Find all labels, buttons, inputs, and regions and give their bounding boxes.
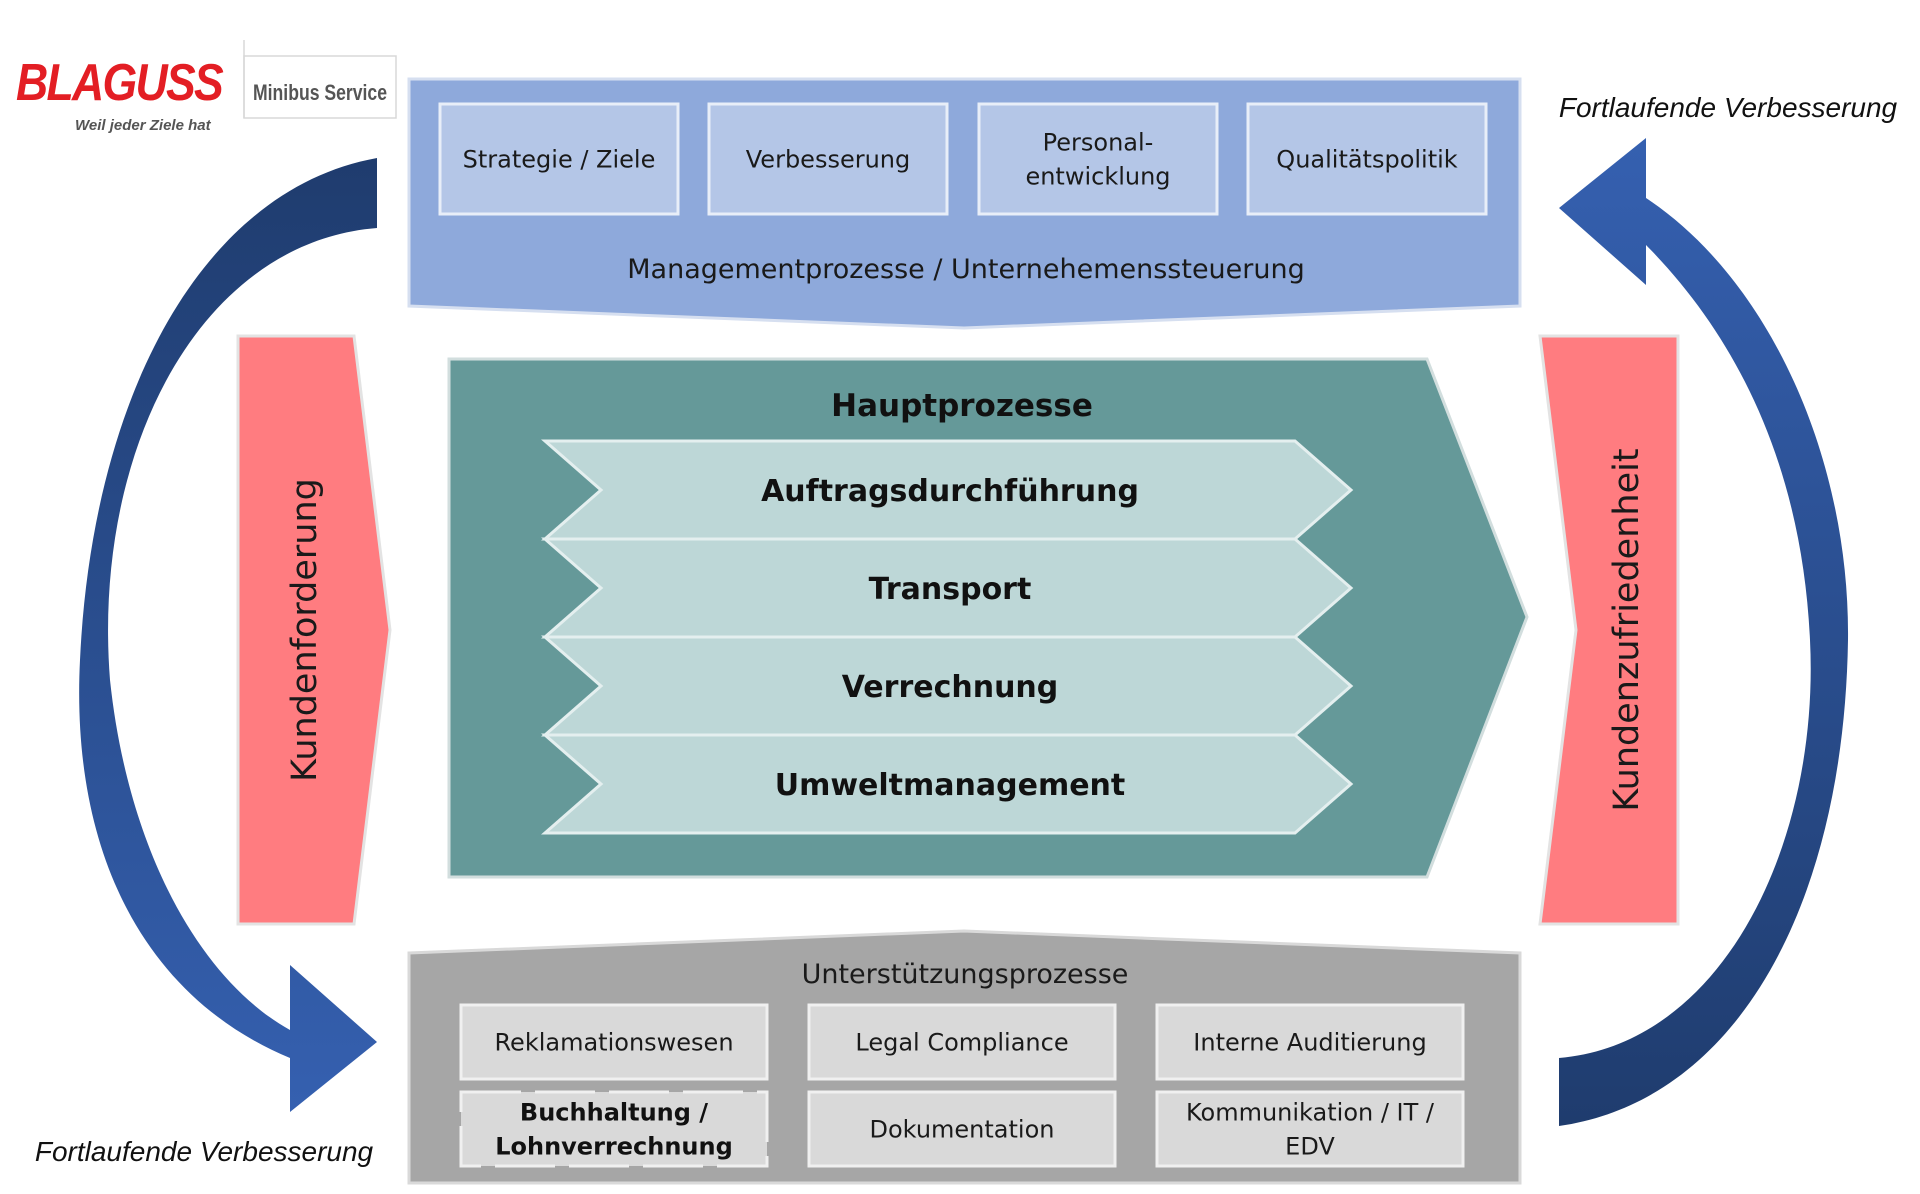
management-process-list: Strategie / Ziele Verbesserung Personal-en…	[438, 102, 1488, 216]
management-item-label: Verbesserung	[746, 145, 910, 173]
management-item-label-line: Qualitätspolitik	[1276, 145, 1458, 173]
management-item-label: Strategie / Ziele	[463, 145, 656, 173]
customer-requirement-label: Kundenforderung	[285, 478, 325, 782]
main-process-item: Verrechnung	[541, 635, 1354, 737]
support-item-label-line: Kommunikation / IT /	[1186, 1098, 1435, 1126]
support-item-box	[459, 1090, 769, 1168]
support-item-box	[807, 1090, 1117, 1168]
support-item-label: Interne Auditierung	[1193, 1028, 1426, 1056]
main-process-item: Umweltmanagement	[541, 733, 1354, 835]
support-item: Legal Compliance	[807, 1003, 1117, 1081]
support-item: Dokumentation	[807, 1090, 1117, 1168]
support-title: Unterstützungsprozesse	[802, 959, 1129, 990]
customer-satisfaction-shape	[1538, 334, 1680, 926]
support-item-label-line: Legal Compliance	[855, 1028, 1068, 1056]
management-item: Qualitätspolitik	[1246, 102, 1488, 216]
support-item-label: Kommunikation / IT / EDV	[1186, 1098, 1435, 1160]
loop-label-bottom-left: Fortlaufende Verbesserung	[35, 1136, 374, 1167]
management-item-box	[977, 102, 1219, 216]
support-item-label: Reklamationswesen	[494, 1028, 733, 1056]
company-logo: BLAGUSS Weil jeder Ziele hat Minibus Ser…	[16, 40, 397, 134]
management-title: Managementprozesse / Unternehemenssteuer…	[627, 254, 1305, 285]
customer-satisfaction-arrow: Kundenzufriedenheit	[1538, 334, 1680, 926]
support-item-label-line: EDV	[1285, 1132, 1335, 1160]
support-item: Buchhaltung / Lohnverrechnung	[459, 1090, 769, 1168]
customer-requirement-arrow: Kundenforderung	[236, 334, 392, 926]
loop-arrow-left	[79, 158, 378, 1112]
management-item-box	[707, 102, 949, 216]
support-item-label: Dokumentation	[870, 1115, 1055, 1143]
management-item: Strategie / Ziele	[438, 102, 680, 216]
main-process-label: Transport	[869, 572, 1032, 607]
loop-arrow-left-shape	[79, 158, 378, 1112]
management-item-label-line: Personal-	[1043, 128, 1154, 156]
customer-satisfaction-label: Kundenzufriedenheit	[1607, 448, 1647, 811]
management-item: Verbesserung	[707, 102, 949, 216]
support-process-list: Reklamationswesen Legal Compliance Interne…	[459, 1003, 1465, 1168]
support-item: Kommunikation / IT / EDV	[1155, 1090, 1465, 1168]
loop-arrow-right	[1559, 138, 1849, 1126]
main-process-item: Transport	[541, 537, 1354, 639]
main-process-band: Hauptprozesse AuftragsdurchführungTransp…	[447, 357, 1529, 879]
management-band: Strategie / Ziele Verbesserung Personal-en…	[407, 77, 1522, 330]
management-item-box	[438, 102, 680, 216]
management-item: Personal-entwicklung	[977, 102, 1219, 216]
support-item-label-line: Reklamationswesen	[494, 1028, 733, 1056]
sub-brand-text: Minibus Service	[253, 80, 387, 105]
support-item-box	[1155, 1090, 1465, 1168]
support-item-label-line: Dokumentation	[870, 1115, 1055, 1143]
customer-requirement-shape	[236, 334, 392, 926]
support-item: Interne Auditierung	[1155, 1003, 1465, 1081]
main-process-label: Umweltmanagement	[775, 768, 1126, 803]
support-item-box	[807, 1003, 1117, 1081]
main-process-chevron	[541, 733, 1354, 835]
support-item-box	[459, 1003, 769, 1081]
logo-slogan-text: Weil jeder Ziele hat	[75, 117, 212, 134]
support-item-label-line: Buchhaltung /	[520, 1098, 708, 1126]
main-process-label: Verrechnung	[842, 670, 1059, 705]
loop-label-top-right: Fortlaufende Verbesserung	[1559, 92, 1898, 123]
logo-brand-text: BLAGUSS	[16, 54, 224, 112]
loop-arrow-right-shape	[1559, 138, 1849, 1126]
support-item: Reklamationswesen	[459, 1003, 769, 1081]
support-item-label: Legal Compliance	[855, 1028, 1068, 1056]
management-item-label: Qualitätspolitik	[1276, 145, 1458, 173]
support-band: Unterstützungsprozesse Reklamationswesen…	[407, 929, 1522, 1185]
management-item-label: Personal-entwicklung	[1025, 128, 1170, 190]
main-process-title: Hauptprozesse	[831, 388, 1093, 424]
main-process-label: Auftragsdurchführung	[761, 474, 1139, 509]
main-process-list: AuftragsdurchführungTransportVerrechnung…	[541, 439, 1354, 835]
management-item-label-line: Verbesserung	[746, 145, 910, 173]
support-item-label-line: Lohnverrechnung	[495, 1132, 733, 1160]
support-item-label-line: Interne Auditierung	[1193, 1028, 1426, 1056]
management-item-label-line: entwicklung	[1025, 162, 1170, 190]
management-band-shape	[407, 77, 1522, 330]
management-item-box	[1246, 102, 1488, 216]
support-item-box	[1155, 1003, 1465, 1081]
support-item-label: Buchhaltung / Lohnverrechnung	[495, 1098, 733, 1160]
sub-brand-box	[243, 55, 397, 119]
management-item-label-line: Strategie / Ziele	[463, 145, 656, 173]
main-process-item: Auftragsdurchführung	[541, 439, 1354, 541]
